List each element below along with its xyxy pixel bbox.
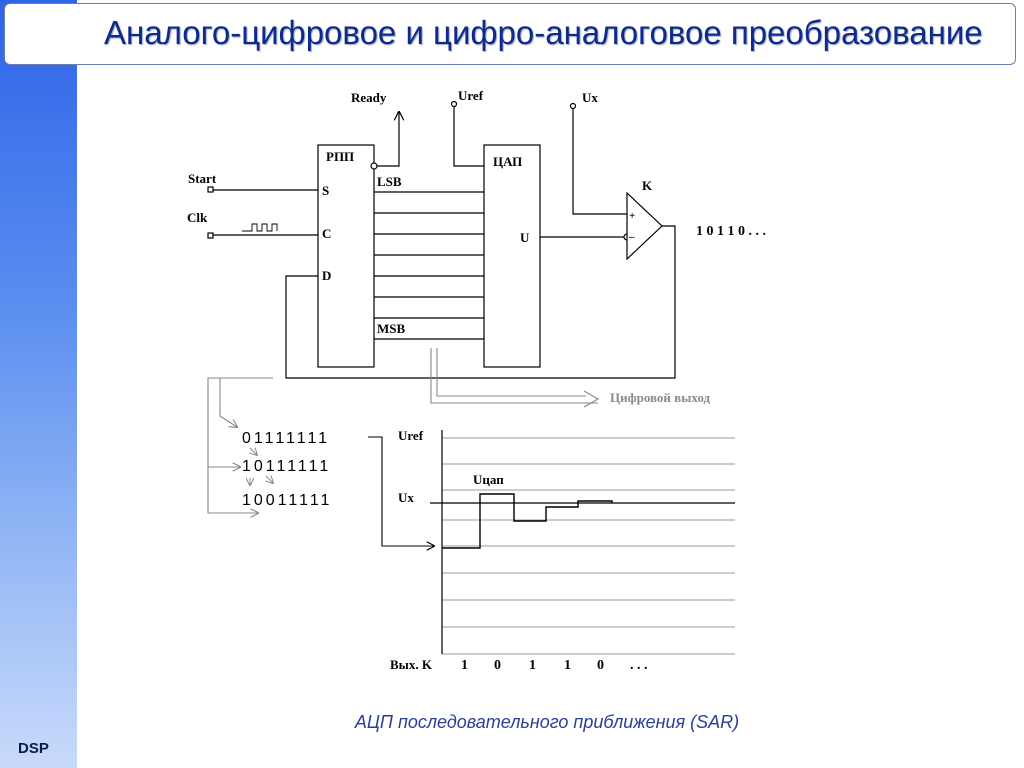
graph-uref-label: Uref xyxy=(398,428,424,443)
plus-sign: + xyxy=(629,210,635,222)
graph-ucap-label: Uцап xyxy=(473,472,504,487)
dac-label: ЦАП xyxy=(493,154,522,169)
title-box xyxy=(4,3,1016,65)
output-bits: 1 0 1 1 0 . . . xyxy=(696,224,766,239)
rpp-block xyxy=(317,144,375,368)
comparator xyxy=(626,191,663,261)
u-pin: U xyxy=(520,230,530,245)
minus-sign: – xyxy=(628,231,635,243)
slide-caption: АЦП последовательного приближения (SAR) xyxy=(354,712,740,732)
approximation-graph xyxy=(368,430,735,655)
graph-ux-label: Ux xyxy=(398,490,414,505)
sidebar-label: DSP xyxy=(18,740,49,757)
lsb-label: LSB xyxy=(377,174,402,189)
result-bit-2: 0 xyxy=(494,658,501,673)
vyh-k-label: Вых. K xyxy=(390,657,433,672)
dac-block xyxy=(483,144,541,368)
ready-label: Ready xyxy=(351,90,387,105)
comparator-label: K xyxy=(642,178,653,193)
result-bit-1: 1 xyxy=(461,658,468,673)
d-pin: D xyxy=(322,268,331,283)
code-row-1: 01111111 xyxy=(242,430,330,447)
sidebar: DSP xyxy=(0,0,77,768)
code-row-3: 10011111 xyxy=(242,492,332,509)
s-pin: S xyxy=(322,183,329,198)
result-bit-3: 1 xyxy=(529,658,536,673)
msb-label: MSB xyxy=(377,321,406,336)
clk-label: Clk xyxy=(187,210,208,225)
digital-output-label: Цифровой выход xyxy=(610,390,710,405)
slide-title: Аналого-цифровое и цифро-аналоговое прео… xyxy=(104,14,983,51)
ux-label: Ux xyxy=(582,90,598,105)
code-row-2: 10111111 xyxy=(242,458,331,475)
result-ellipsis: . . . xyxy=(630,658,648,673)
uref-label: Uref xyxy=(458,88,484,103)
result-bit-4: 1 xyxy=(564,658,571,673)
rpp-label: РПП xyxy=(326,149,354,164)
start-label: Start xyxy=(188,171,217,186)
c-pin: C xyxy=(322,226,331,241)
result-bit-5: 0 xyxy=(597,658,604,673)
